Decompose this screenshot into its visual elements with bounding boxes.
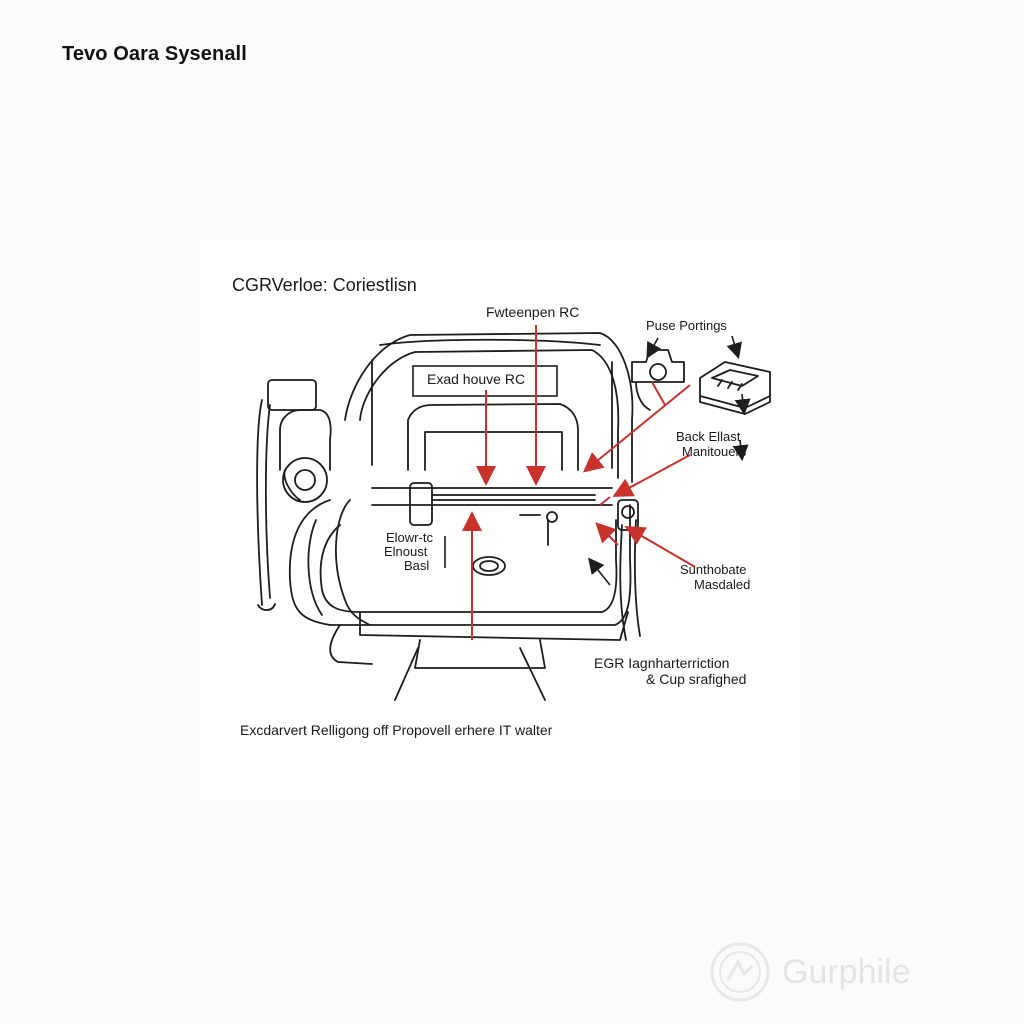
label-header-box: Exad houve RC: [427, 371, 526, 387]
arrow-back-manifold-2: [612, 454, 691, 497]
arrow-sunthobate: [624, 525, 696, 568]
label-top-right: Puse Portings: [646, 318, 727, 333]
label-left-mid-3: Basl: [404, 558, 430, 573]
label-right-upper-1: Back Ellast: [676, 429, 741, 444]
label-right-mid-2: Masdaled: [694, 577, 751, 592]
diagram-caption: Excdarvert Relligong off Propovell erher…: [240, 722, 553, 738]
arrow-valve: [651, 381, 666, 406]
label-right-mid-1: Sunthobate: [680, 562, 747, 577]
engine-body: [256, 332, 771, 701]
label-left-mid-1: Elowr-tc: [386, 530, 433, 545]
black-arrows: [444, 335, 751, 586]
label-top-center: Fwteenpen RC: [486, 304, 580, 320]
watermark-text: Gurphile: [782, 952, 911, 991]
label-right-lower-2: & Cup srafighed: [646, 671, 747, 687]
arrow-back-manifold-1: [582, 384, 691, 473]
label-right-upper-2: Manitouers: [682, 444, 747, 459]
diagram-subtitle: CGRVerloe: Coriestlisn: [232, 275, 417, 295]
page-title: Tevo Oara Sysenall: [62, 43, 247, 65]
label-left-mid-2: Elnoust: [384, 544, 428, 559]
red-arrows: [462, 325, 696, 640]
logo-circle-icon: [710, 942, 770, 1002]
arrow-right-mid: [595, 522, 619, 546]
label-right-lower-1: EGR Iagnharterriction: [594, 655, 730, 671]
watermark: Gurphile: [708, 940, 911, 1004]
